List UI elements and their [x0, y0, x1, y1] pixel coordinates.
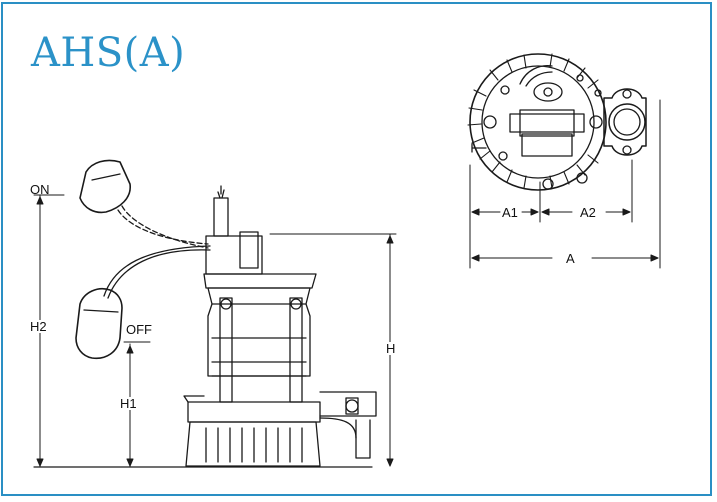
- label-h: H: [384, 341, 398, 356]
- cooling-fins: [467, 53, 599, 189]
- label-a1: A1: [502, 205, 518, 220]
- label-off: OFF: [126, 322, 152, 337]
- float-switch-off: [75, 288, 123, 360]
- pump-top-view: [467, 53, 661, 269]
- model-title: AHS(A): [31, 30, 186, 76]
- label-a: A: [566, 251, 575, 266]
- top-dimensions: [469, 99, 661, 269]
- discharge-port: [603, 88, 647, 156]
- label-h2: H2: [28, 319, 49, 334]
- label-h1: H1: [118, 396, 139, 411]
- label-on: ON: [30, 182, 50, 197]
- label-a2: A2: [580, 205, 596, 220]
- pump-side-view: [33, 159, 397, 468]
- float-switch-on: [79, 159, 131, 214]
